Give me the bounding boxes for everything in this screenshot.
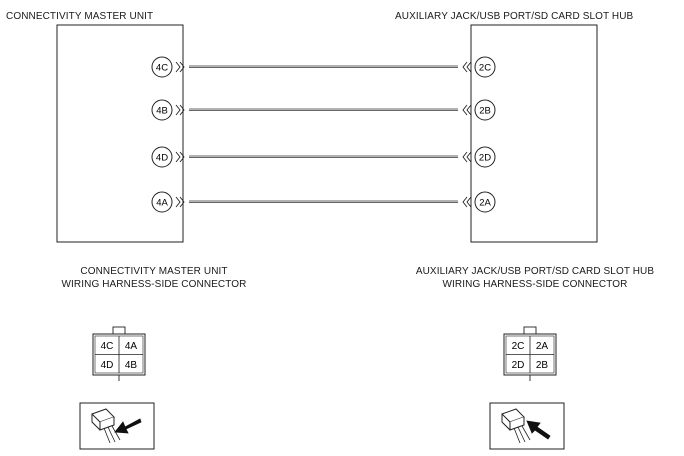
left-connector-caption-line1: CONNECTIVITY MASTER UNIT [80,266,228,277]
right-terminal-1: 2C [462,56,496,78]
right-connector-caption-line1: AUXILIARY JACK/USB PORT/SD CARD SLOT HUB [415,266,655,277]
connector-pin-label: 2D [512,360,525,371]
right-terminal-label: 2B [479,106,491,117]
right-terminal-label: 2A [479,198,491,209]
left-unit-title: CONNECTIVITY MASTER UNIT [6,11,154,22]
left-terminal-1: 4C [151,56,185,78]
right-terminal-3: 2D [462,146,496,168]
chevron-right-icon [175,151,185,163]
wire-row-3 [189,155,458,158]
right-unit-box [470,24,598,243]
connector-pin-label: 4D [101,360,114,371]
left-terminal-label: 4D [156,153,168,164]
right-unit-title: AUXILIARY JACK/USB PORT/SD CARD SLOT HUB [395,11,634,22]
connector-pin-label: 4B [125,360,138,371]
wire-row-1 [189,65,458,68]
connector-pin-label: 2C [512,341,525,352]
chevron-right-icon [175,61,185,73]
connector-insertion-view-icon [489,402,565,450]
connector-insertion-view-icon [79,402,155,450]
left-terminal-2: 4B [151,99,185,121]
connector-pin-label: 4C [101,341,114,352]
right-terminal-label: 2D [479,153,491,164]
connector-pin-label: 2A [536,341,549,352]
connector-pin-label: 2B [536,360,549,371]
right-connector-caption-line2: WIRING HARNESS-SIDE CONNECTOR [442,279,628,290]
left-terminal-label: 4A [156,198,168,209]
right-terminal-label: 2C [479,63,491,74]
right-terminal-2: 2B [462,99,496,121]
arrow-icon [114,418,142,434]
left-unit-box [56,24,184,243]
chevron-right-icon [175,196,185,208]
right-connector-face: 2C 2A 2D 2B [503,326,557,381]
right-connector-caption: AUXILIARY JACK/USB PORT/SD CARD SLOT HUB… [388,265,682,291]
arrow-icon [526,420,551,440]
left-connector-caption-line2: WIRING HARNESS-SIDE CONNECTOR [61,279,247,290]
right-terminal-4: 2A [462,191,496,213]
chevron-left-icon [462,151,472,163]
left-connector-caption: CONNECTIVITY MASTER UNIT WIRING HARNESS-… [24,265,284,291]
left-terminal-4: 4A [151,191,185,213]
wire-row-2 [189,108,458,111]
chevron-left-icon [462,61,472,73]
connector-pin-label: 4A [125,341,138,352]
left-connector-face: 4C 4A 4D 4B [92,326,146,381]
left-terminal-label: 4B [156,106,168,117]
left-terminal-label: 4C [156,63,168,74]
left-terminal-3: 4D [151,146,185,168]
chevron-right-icon [175,104,185,116]
chevron-left-icon [462,196,472,208]
wire-row-4 [189,200,458,203]
chevron-left-icon [462,104,472,116]
